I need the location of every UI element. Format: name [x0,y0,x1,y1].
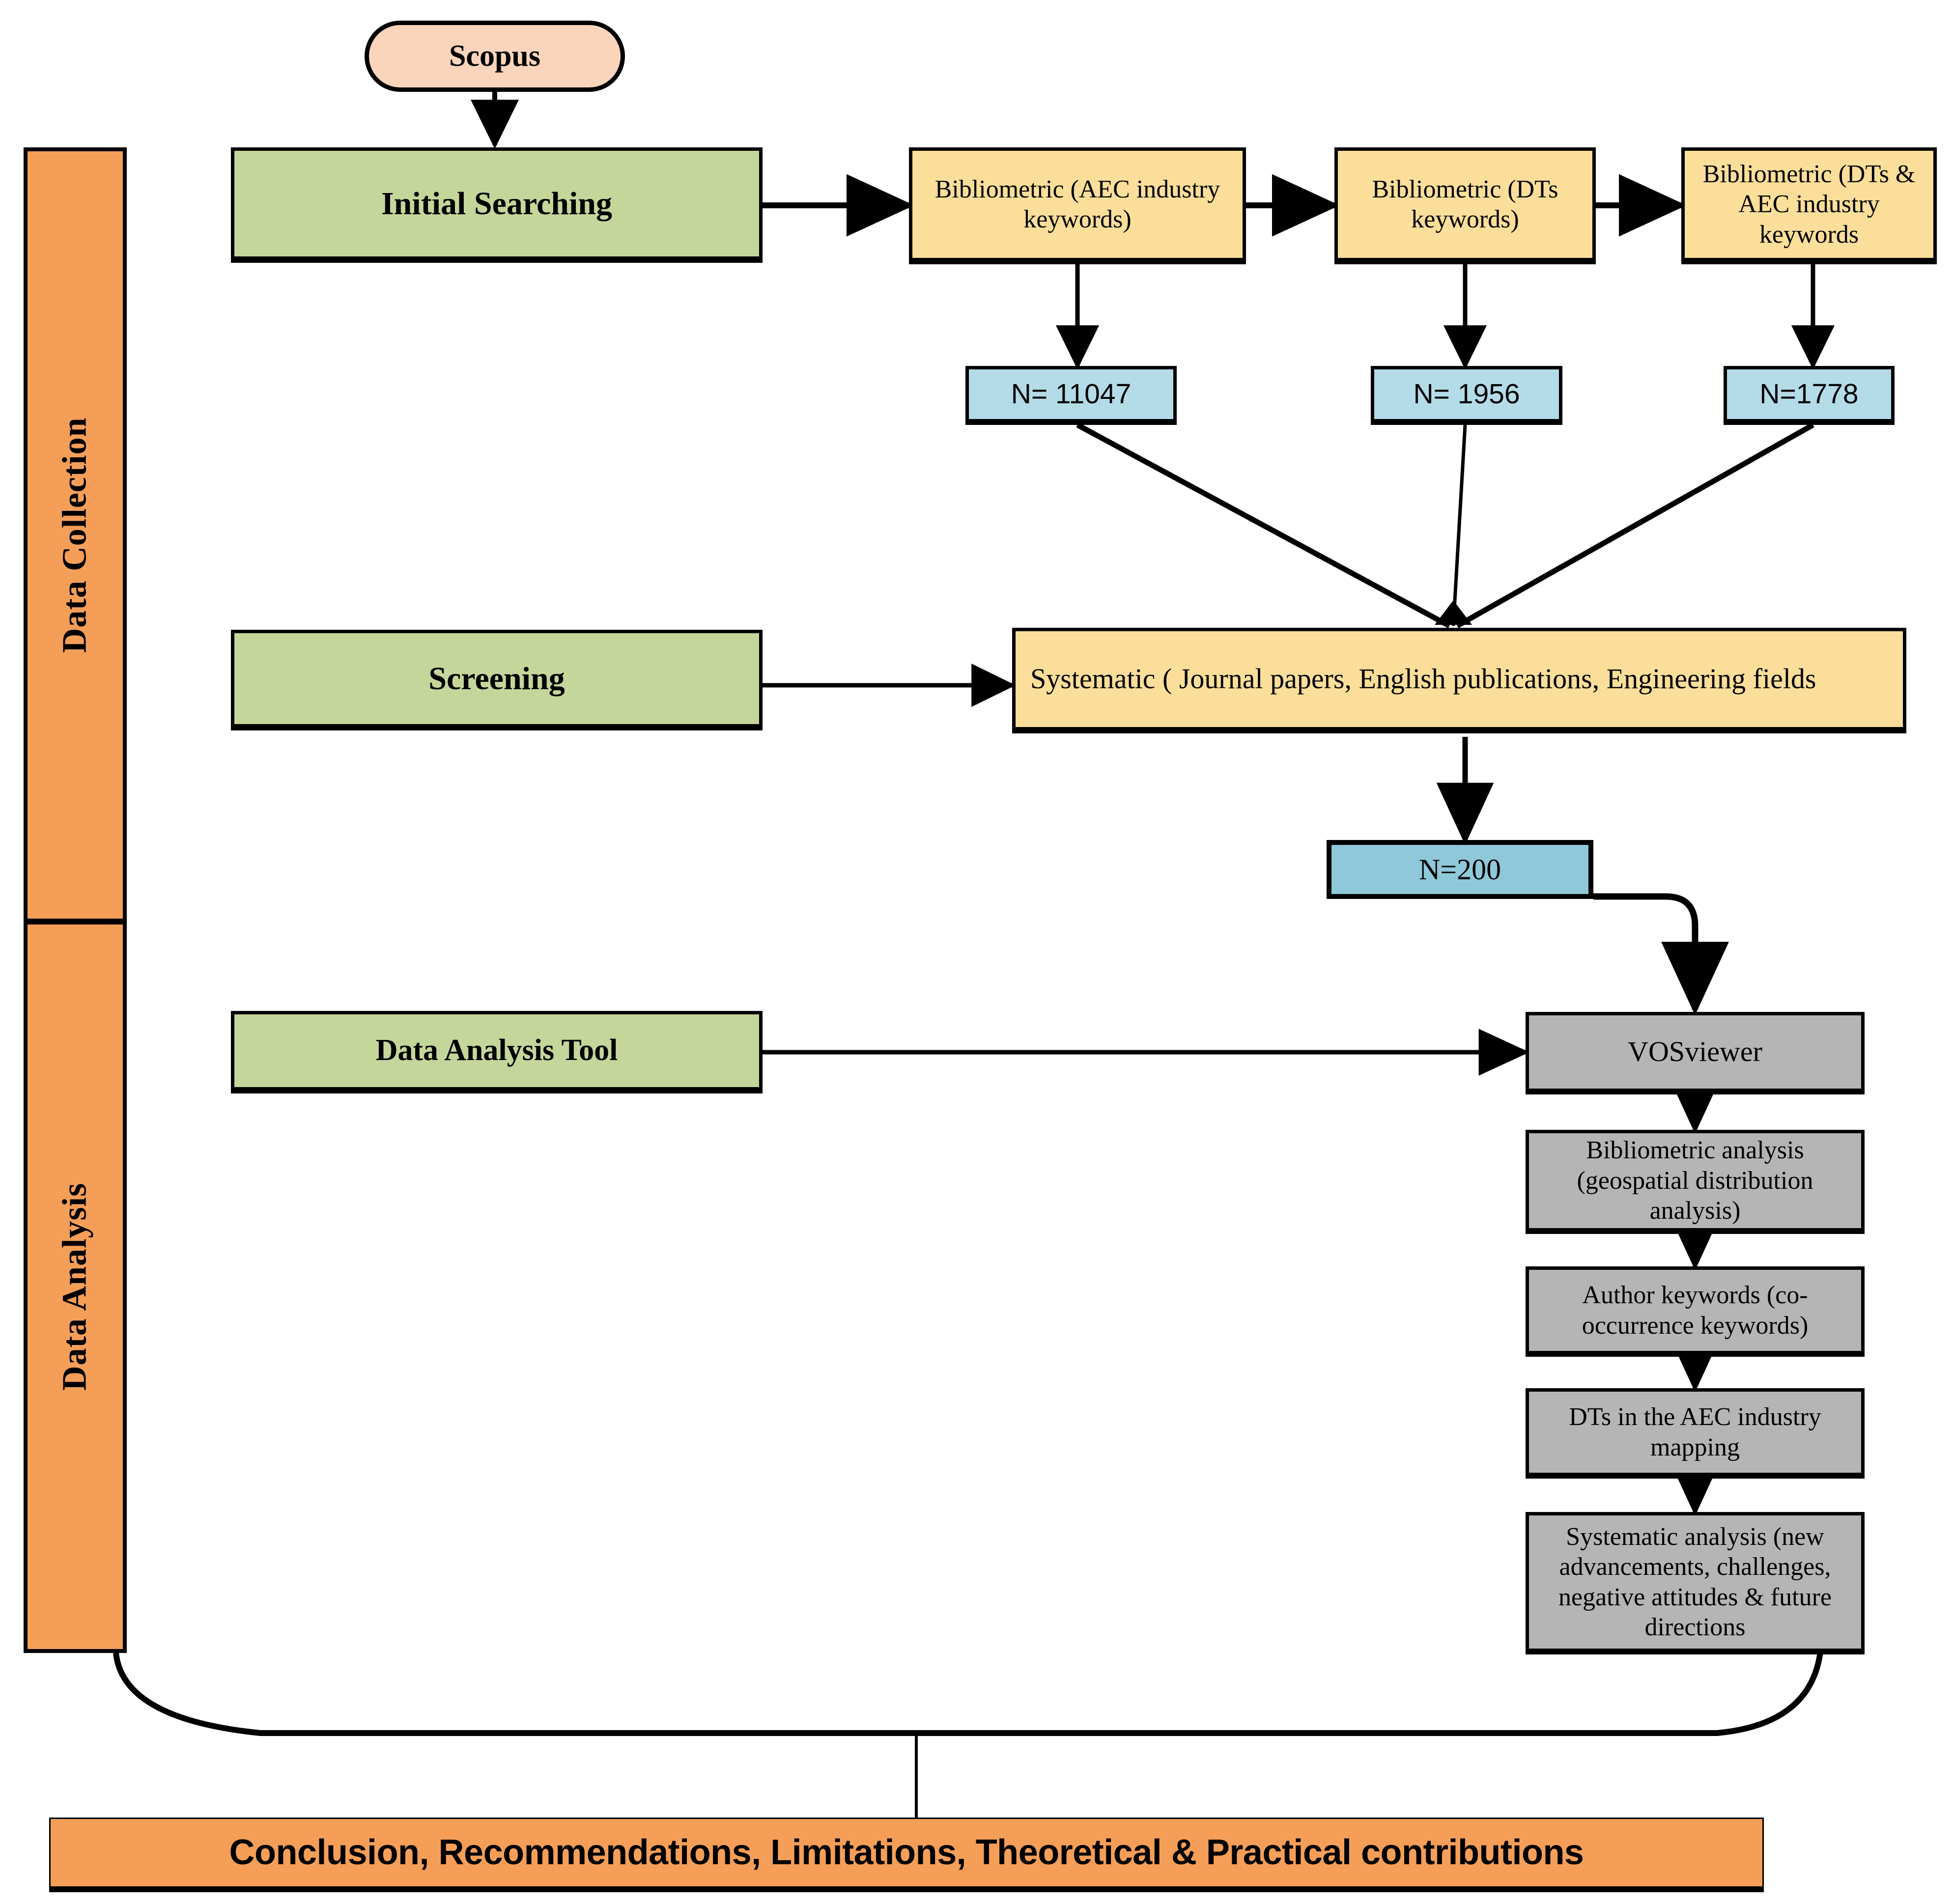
analysis-box-vosviewer[interactable]: VOSviewer [1526,1012,1865,1094]
query-label-dts-aec-keywords: Bibliometric (DTs & AEC industry keyword… [1702,160,1916,249]
count-box-dts[interactable]: N= 1956 [1371,366,1562,425]
criteria-label-systematic: Systematic ( Journal papers, English pub… [1030,663,1816,695]
analysis-step-dts-mapping[interactable]: DTs in the AEC industry mapping [1526,1388,1865,1479]
analysis-step-label-author-keywords: Author keywords (co-occurrence keywords) [1582,1281,1809,1340]
wire-count1-to-criteria [1076,422,1451,628]
count-box-dts-aec[interactable]: N=1778 [1724,366,1895,425]
stage-box-initial-searching[interactable]: Initial Searching [231,147,763,263]
stage-box-screening[interactable]: Screening [231,630,763,730]
conclusion-banner[interactable]: Conclusion, Recommendations, Limitations… [49,1818,1764,1892]
conclusion-label: Conclusion, Recommendations, Limitations… [229,1833,1584,1873]
wire-count3-to-criteria [1456,422,1814,628]
analysis-step-label-systematic: Systematic analysis (new advancements, c… [1558,1522,1832,1641]
analysis-step-bibliometric[interactable]: Bibliometric analysis (geospatial distri… [1526,1130,1865,1234]
stage-label-initial-searching: Initial Searching [381,185,613,222]
wire-count2-to-criteria [1451,424,1467,626]
query-box-aec-keywords[interactable]: Bibliometric (AEC industry keywords) [909,147,1246,264]
analysis-label-vosviewer: VOSviewer [1628,1036,1762,1068]
criteria-box-systematic[interactable]: Systematic ( Journal papers, English pub… [1012,628,1906,733]
analysis-step-label-dts-mapping: DTs in the AEC industry mapping [1569,1403,1821,1461]
count-label-screened: N=200 [1418,853,1501,886]
analysis-step-author-keywords[interactable]: Author keywords (co-occurrence keywords) [1526,1266,1865,1357]
count-label-aec: N= 11047 [1011,378,1132,410]
query-label-dts-keywords: Bibliometric (DTs keywords) [1372,175,1558,233]
wire-convergence-arrowhead [1435,600,1472,625]
query-box-dts-keywords[interactable]: Bibliometric (DTs keywords) [1334,147,1596,264]
source-node-scopus[interactable]: Scopus [365,21,625,92]
count-box-aec[interactable]: N= 11047 [965,366,1177,425]
count-label-dts: N= 1956 [1413,378,1520,410]
query-box-dts-aec-keywords[interactable]: Bibliometric (DTs & AEC industry keyword… [1681,147,1937,264]
wire-count200-to-vosviewer [1593,893,1729,1015]
query-label-aec-keywords: Bibliometric (AEC industry keywords) [934,175,1220,233]
stage-box-data-analysis-tool[interactable]: Data Analysis Tool [231,1011,763,1093]
phase-label-data-analysis: Data Analysis [56,1182,94,1391]
phase-label-data-collection: Data Collection [56,417,94,653]
phase-bar-data-analysis: Data Analysis [24,923,127,1653]
phase-bar-data-collection: Data Collection [24,147,127,923]
analysis-step-systematic[interactable]: Systematic analysis (new advancements, c… [1526,1512,1865,1654]
source-label: Scopus [449,39,541,73]
analysis-step-label-bibliometric: Bibliometric analysis (geospatial distri… [1577,1136,1813,1225]
count-label-dts-aec: N=1778 [1759,378,1859,410]
stage-label-screening: Screening [428,660,565,697]
wire-bottom-brace [113,1648,1824,1736]
stage-label-data-analysis-tool: Data Analysis Tool [375,1034,618,1067]
count-box-screened[interactable]: N=200 [1327,840,1593,899]
